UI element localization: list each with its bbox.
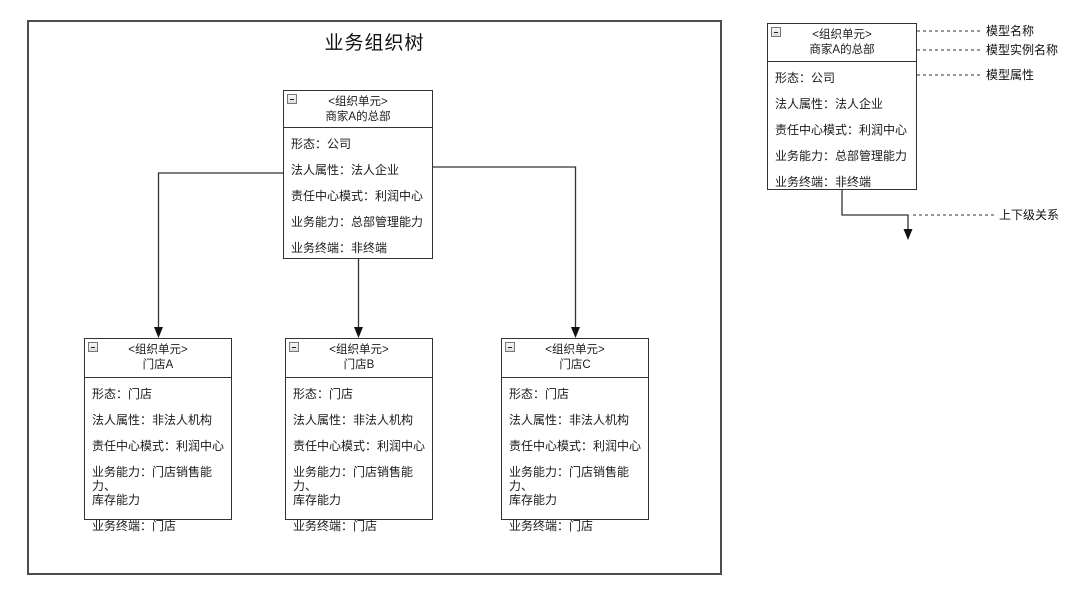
node-attr: 形态：门店 (509, 387, 570, 401)
node-attr: 形态：公司 (291, 137, 352, 151)
node-store-c[interactable]: <组织单元> 门店C 形态：门店 法人属性：非法人机构 责任中心模式：利润中心 … (501, 338, 649, 533)
node-type: <组织单元> (545, 344, 605, 356)
legend-label-model-attribute: 模型属性 (986, 68, 1035, 82)
node-attr: 业务终端：非终端 (775, 175, 872, 189)
node-attr: 形态：门店 (293, 387, 354, 401)
diagram-title: 业务组织树 (324, 33, 425, 54)
node-attr: 业务能力：门店销售能力、 库存能力 (92, 465, 213, 507)
node-attributes: 形态：门店 法人属性：非法人机构 责任中心模式：利润中心 业务能力：门店销售能力… (286, 378, 432, 539)
node-instance-name: 商家A的总部 (325, 111, 391, 123)
legend-label-model-instance-name: 模型实例名称 (986, 43, 1059, 57)
node-attr: 业务能力：总部管理能力 (775, 149, 908, 163)
legend-sample-node: <组织单元> 商家A的总部 形态：公司 法人属性：法人企业 责任中心模式：利润中… (767, 23, 917, 190)
legend-hierarchy-arrow (841, 190, 913, 240)
node-header: <组织单元> 门店A (85, 339, 231, 378)
node-store-a[interactable]: <组织单元> 门店A 形态：门店 法人属性：非法人机构 责任中心模式：利润中心 … (84, 338, 232, 533)
node-attr: 法人属性：非法人机构 (92, 413, 213, 427)
legend-label-model-name: 模型名称 (986, 24, 1035, 38)
node-header: <组织单元> 商家A的总部 (284, 91, 432, 128)
node-attributes: 形态：门店 法人属性：非法人机构 责任中心模式：利润中心 业务能力：门店销售能力… (502, 378, 648, 539)
node-type: <组织单元> (812, 29, 872, 41)
node-attr: 责任中心模式：利润中心 (775, 123, 908, 137)
node-attr: 业务终端：门店 (509, 519, 594, 533)
node-instance-name: 门店C (559, 359, 591, 371)
node-attr: 法人属性：非法人机构 (293, 413, 414, 427)
node-header: <组织单元> 门店C (502, 339, 648, 378)
node-header: <组织单元> 商家A的总部 (768, 24, 916, 62)
node-attr: 业务终端：非终端 (291, 241, 388, 255)
node-instance-name: 门店B (343, 359, 375, 371)
node-attr: 责任中心模式：利润中心 (92, 439, 225, 453)
node-type: <组织单元> (128, 344, 188, 356)
node-attr: 业务能力：总部管理能力 (291, 215, 424, 229)
collapse-minus-icon[interactable] (88, 342, 98, 352)
node-attr: 法人属性：法人企业 (291, 163, 400, 177)
node-attributes: 形态：门店 法人属性：非法人机构 责任中心模式：利润中心 业务能力：门店销售能力… (85, 378, 231, 539)
legend-label-hierarchy-relation: 上下级关系 (999, 208, 1060, 222)
node-attributes: 形态：公司 法人属性：法人企业 责任中心模式：利润中心 业务能力：总部管理能力 … (768, 62, 916, 195)
node-attr: 形态：门店 (92, 387, 153, 401)
collapse-minus-icon (771, 27, 781, 37)
connector-arrowhead (903, 229, 913, 240)
node-attributes: 形态：公司 法人属性：法人企业 责任中心模式：利润中心 业务能力：总部管理能力 … (284, 128, 432, 261)
node-store-b[interactable]: <组织单元> 门店B 形态：门店 法人属性：非法人机构 责任中心模式：利润中心 … (285, 338, 433, 533)
node-attr: 业务能力：门店销售能力、 库存能力 (509, 465, 630, 507)
node-header: <组织单元> 门店B (286, 339, 432, 378)
collapse-minus-icon[interactable] (289, 342, 299, 352)
node-attr: 业务终端：门店 (92, 519, 177, 533)
node-attr: 法人属性：法人企业 (775, 97, 884, 111)
node-attr: 责任中心模式：利润中心 (291, 189, 424, 203)
node-hq[interactable]: <组织单元> 商家A的总部 形态：公司 法人属性：法人企业 责任中心模式：利润中… (283, 90, 433, 259)
node-type: <组织单元> (328, 96, 388, 108)
node-attr: 业务终端：门店 (293, 519, 378, 533)
collapse-minus-icon[interactable] (287, 94, 297, 104)
node-instance-name: 商家A的总部 (809, 44, 875, 56)
collapse-minus-icon[interactable] (505, 342, 515, 352)
node-attr: 法人属性：非法人机构 (509, 413, 630, 427)
node-attr: 责任中心模式：利润中心 (293, 439, 426, 453)
node-attr: 形态：公司 (775, 71, 836, 85)
node-attr: 责任中心模式：利润中心 (509, 439, 642, 453)
node-instance-name: 门店A (142, 359, 174, 371)
node-type: <组织单元> (329, 344, 389, 356)
node-attr: 业务能力：门店销售能力、 库存能力 (293, 465, 414, 507)
